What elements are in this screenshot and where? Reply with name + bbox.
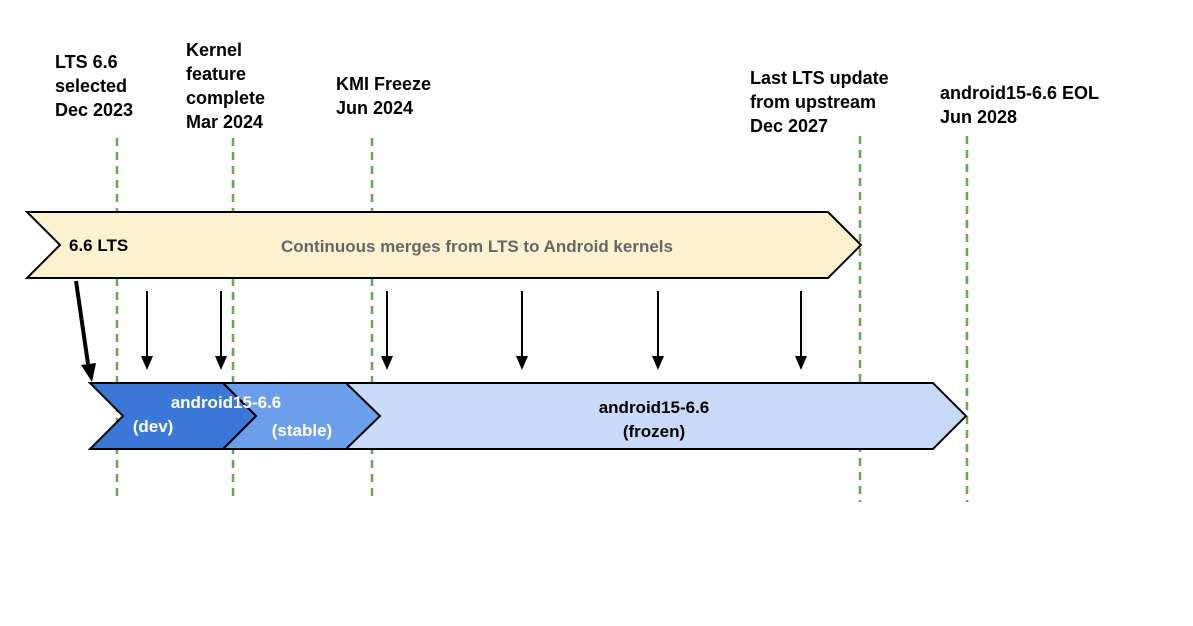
lts-band-name: 6.6 LTS (69, 236, 128, 255)
frozen-branch-name: android15-6.6 (599, 398, 710, 417)
branch-arrow (74, 280, 96, 382)
milestone-last-lts-update: Last LTS update from upstream Dec 2027 (750, 68, 894, 136)
merge-arrow (215, 291, 227, 370)
merge-arrow (516, 291, 528, 370)
dev-label: (dev) (133, 417, 174, 436)
milestone-feature-complete: Kernel feature complete Mar 2024 (186, 40, 270, 132)
merge-arrow (381, 291, 393, 370)
android-band: android15-6.6 (dev) (stable) android15-6… (87, 382, 968, 450)
lts-band-shape (24, 211, 863, 279)
lts-band-description: Continuous merges from LTS to Android ke… (281, 237, 673, 256)
milestone-kmi-freeze: KMI Freeze Jun 2024 (336, 74, 436, 118)
merge-arrow (141, 291, 153, 370)
stable-label: (stable) (272, 421, 332, 440)
milestone-lts-selected: LTS 6.6 selected Dec 2023 (55, 52, 133, 120)
android-branch-name: android15-6.6 (171, 393, 282, 412)
merge-arrow (652, 291, 664, 370)
frozen-label: (frozen) (623, 422, 685, 441)
dev-segment-shape (87, 382, 258, 450)
merge-arrow (795, 291, 807, 370)
guide-lines (115, 136, 969, 502)
lts-band: 6.6 LTS Continuous merges from LTS to An… (24, 211, 863, 279)
merge-arrows (74, 280, 807, 382)
milestone-eol: android15-6.6 EOL Jun 2028 (940, 83, 1104, 127)
milestone-labels: LTS 6.6 selected Dec 2023 Kernel feature… (55, 40, 1104, 136)
